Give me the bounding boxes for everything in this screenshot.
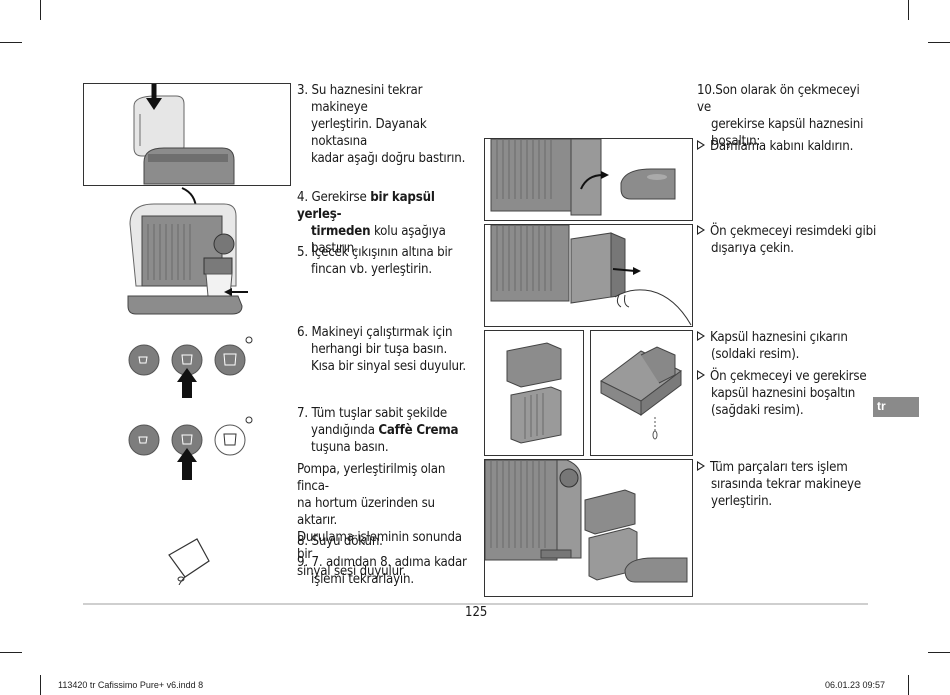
- paragraph-line: Durulama işleminin sonunda bir: [297, 530, 462, 562]
- step-8: 8. Suyu dökün.: [297, 533, 477, 550]
- triangle-bullet-icon: [697, 331, 705, 341]
- footer-file-info: 113420 tr Cafissimo Pure+ v6.indd 8: [58, 680, 204, 690]
- machine-cup-illustration: [120, 184, 260, 326]
- step-text: fincan vb. yerleştirin.: [311, 262, 432, 277]
- step-number: 8.: [297, 534, 308, 549]
- step-text-bold: Caffè Crema: [378, 423, 459, 438]
- triangle-bullet-icon: [697, 461, 705, 471]
- step-text: bastırın.: [311, 241, 358, 256]
- triangle-bullet-icon: [697, 370, 705, 380]
- front-drawer-illustration: [484, 224, 693, 327]
- step-6: 6. Makineyi çalıştırmak için herhangi bi…: [297, 324, 477, 375]
- step-number: 9.: [297, 555, 308, 570]
- bullet-drip-tray: Damlama kabını kaldırın.: [697, 138, 877, 155]
- crop-mark: [908, 0, 909, 20]
- step-number: 4.: [297, 190, 308, 205]
- bullet-text: (soldaki resim).: [711, 347, 800, 362]
- step-7: 7. Tüm tuşlar sabit şekilde yandığında C…: [297, 405, 477, 456]
- footer-date-time: 06.01.23 09:57: [825, 680, 886, 690]
- language-tab-label: tr: [877, 399, 886, 413]
- bullet-text: dışarıya çekin.: [711, 241, 794, 256]
- step-number: 3.: [297, 83, 308, 98]
- step-text: Tüm tuşlar sabit şekilde: [311, 406, 448, 421]
- pump-paragraph: Pompa, yerleştirilmiş olan finca- na hor…: [297, 461, 477, 580]
- step-5: 5. İçecek çıkışının altına bir fincan vb…: [297, 244, 477, 278]
- step-text: Suyu dökün.: [311, 534, 383, 549]
- step-9: 9. 7. adımdan 8. adıma kadar işlemi tekr…: [297, 554, 477, 588]
- crop-mark: [928, 652, 950, 653]
- step-text: herhangi bir tuşa basın.: [311, 342, 448, 357]
- capsule-container-left-illustration: [484, 330, 584, 456]
- paragraph-line: na hortum üzerinden su aktarır.: [297, 496, 435, 528]
- step-text: boşaltın:: [711, 134, 761, 149]
- step-3: 3. Su haznesini tekrar makineye yerleşti…: [297, 82, 477, 167]
- step-text: tuşuna basın.: [311, 440, 389, 455]
- step-text: Su haznesini tekrar makineye: [311, 83, 423, 115]
- bullet-text: Damlama kabını kaldırın.: [710, 139, 854, 154]
- step-10: 10.Son olarak ön çekmeceyi ve gerekirse …: [697, 82, 872, 150]
- step-number: 5.: [297, 245, 308, 260]
- step-4: 4. Gerekirse bir kapsül yerleş- tirmeden…: [297, 189, 477, 257]
- crop-mark: [40, 675, 41, 695]
- button-panel-step6: [125, 332, 255, 402]
- triangle-bullet-icon: [697, 225, 705, 235]
- bullet-text: Kapsül haznesini çıkarın: [710, 330, 848, 345]
- crop-mark: [40, 0, 41, 20]
- step-text: Kısa bir sinyal sesi duyulur.: [311, 359, 466, 374]
- step-text: gerekirse kapsül haznesini: [711, 117, 864, 132]
- step-text: Gerekirse: [311, 190, 371, 205]
- step-text-bold: tirmeden: [311, 224, 371, 239]
- step-text: Makineyi çalıştırmak için: [311, 325, 453, 340]
- capsule-container-right-illustration: [590, 330, 693, 456]
- bullet-text: sırasında tekrar makineye: [711, 477, 861, 492]
- reassemble-illustration: [484, 459, 693, 597]
- bullet-text: Ön çekmeceyi ve gerekirse: [710, 369, 867, 384]
- bullet-text: Tüm parçaları ters işlem: [710, 460, 848, 475]
- bullet-text: yerleştirin.: [711, 494, 772, 509]
- step-number: 10.: [697, 83, 716, 98]
- language-tab: tr: [873, 397, 919, 417]
- crop-mark: [0, 652, 22, 653]
- bullet-text: (sağdaki resim).: [711, 403, 804, 418]
- step-text: Son olarak ön çekmeceyi ve: [697, 83, 860, 115]
- step-text: yerleştirin. Dayanak noktasına: [311, 117, 427, 149]
- triangle-bullet-icon: [697, 140, 705, 150]
- button-panel-step7: [125, 414, 255, 484]
- water-tank-illustration: [83, 83, 291, 186]
- pouring-cup-illustration: [165, 535, 215, 586]
- page-number: 125: [465, 605, 488, 620]
- crop-mark: [0, 42, 22, 43]
- step-text: işlemi tekrarlayın.: [311, 572, 414, 587]
- bullet-text: Ön çekmeceyi resimdeki gibi: [710, 224, 877, 239]
- step-text: kolu aşağıya: [370, 224, 446, 239]
- bullet-front-drawer: Ön çekmeceyi resimdeki gibi dışarıya çek…: [697, 223, 877, 257]
- step-text-bold: bir kapsül yerleş-: [297, 190, 435, 222]
- bullet-capsule-remove: Kapsül haznesini çıkarın (soldaki resim)…: [697, 329, 877, 363]
- step-text: 7. adımdan 8. adıma kadar: [311, 555, 467, 570]
- paragraph-line: Pompa, yerleştirilmiş olan finca-: [297, 462, 446, 494]
- step-number: 7.: [297, 406, 308, 421]
- step-number: 6.: [297, 325, 308, 340]
- bullet-empty: Ön çekmeceyi ve gerekirse kapsül haznesi…: [697, 368, 877, 419]
- step-text: yandığında: [311, 423, 379, 438]
- bullet-reassemble: Tüm parçaları ters işlem sırasında tekra…: [697, 459, 877, 510]
- step-text: İçecek çıkışının altına bir: [311, 245, 453, 260]
- crop-mark: [928, 42, 950, 43]
- bottom-rule: [83, 603, 868, 605]
- drip-tray-illustration: [484, 138, 693, 221]
- bullet-text: kapsül haznesini boşaltın: [711, 386, 856, 401]
- paragraph-line: sinyal sesi duyulur.: [297, 564, 406, 579]
- crop-mark: [908, 675, 909, 695]
- step-text: kadar aşağı doğru bastırın.: [311, 151, 466, 166]
